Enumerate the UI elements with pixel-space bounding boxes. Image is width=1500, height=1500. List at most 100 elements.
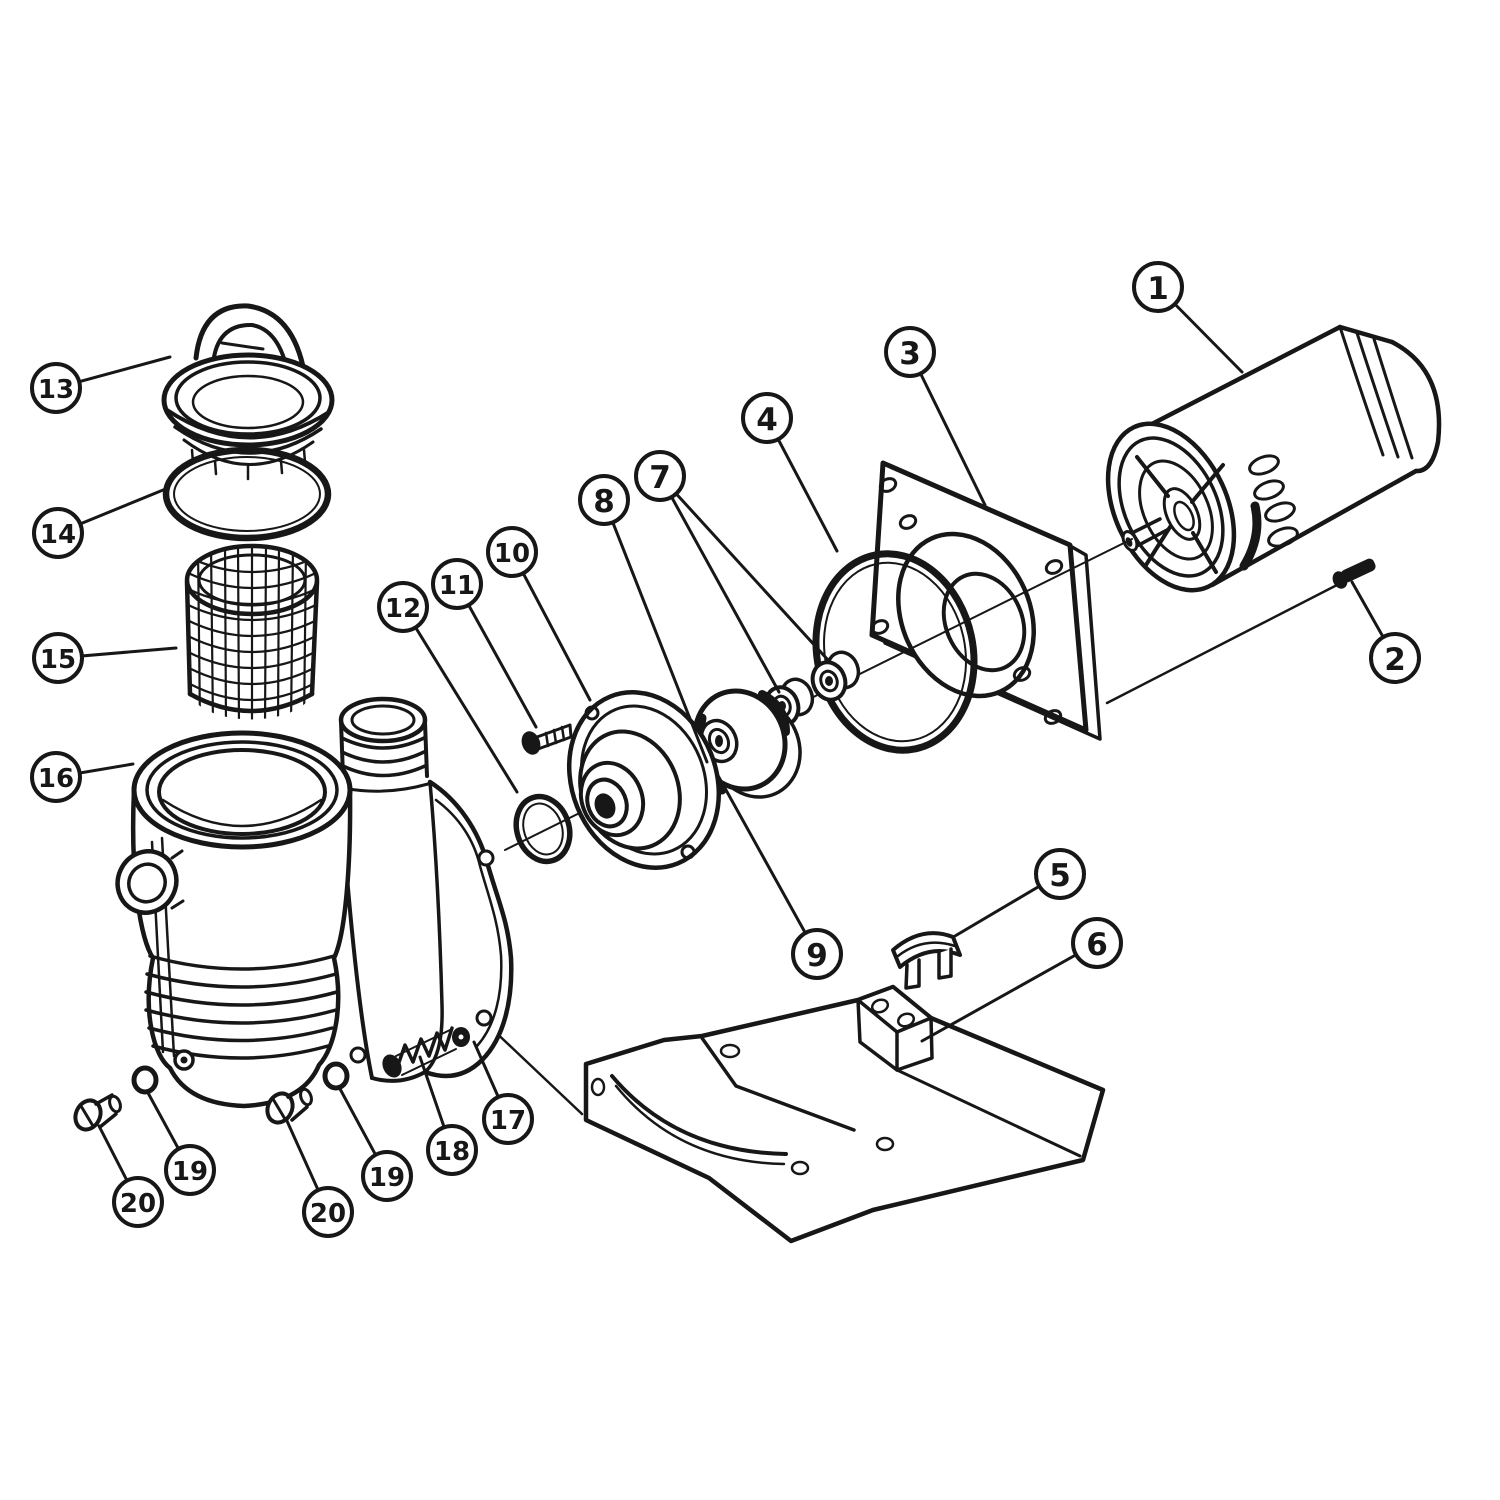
motor-seam-shade bbox=[1239, 501, 1262, 571]
callout-3-number: 3 bbox=[899, 336, 921, 372]
callout-11-bubble bbox=[431, 558, 483, 610]
callout-7-bubble bbox=[634, 450, 686, 502]
callout-12-number: 12 bbox=[385, 594, 421, 624]
diffuser-oring-drawing bbox=[513, 793, 573, 865]
callout-16-bubble bbox=[30, 751, 82, 803]
diffuser-screw-drawing bbox=[521, 723, 573, 755]
callout-7: 7 bbox=[634, 450, 830, 694]
callout-1-bubble bbox=[1132, 261, 1184, 313]
drain-oring bbox=[131, 1065, 159, 1095]
callout-8-number: 8 bbox=[593, 484, 615, 520]
callout-20: 20 bbox=[285, 1119, 354, 1238]
callout-20-number: 20 bbox=[120, 1189, 156, 1219]
callout-20: 20 bbox=[97, 1124, 164, 1228]
pot-thread-bands bbox=[144, 954, 339, 1060]
callout-19-bubble bbox=[164, 1144, 216, 1196]
callout-20-number: 20 bbox=[310, 1199, 346, 1229]
callout-12: 12 bbox=[377, 581, 519, 794]
callout-15: 15 bbox=[32, 632, 178, 684]
callout-17-bubble bbox=[482, 1093, 534, 1145]
callout-15-bubble bbox=[32, 632, 84, 684]
base-hole bbox=[875, 1136, 895, 1152]
callout-18-number: 18 bbox=[434, 1137, 470, 1167]
callout-19-number: 19 bbox=[172, 1157, 208, 1187]
callout-17-number: 17 bbox=[490, 1106, 526, 1136]
callout-2: 2 bbox=[1350, 580, 1421, 684]
callout-20-bubble bbox=[112, 1176, 164, 1228]
bolt-hole bbox=[1044, 559, 1064, 575]
bolt-hole bbox=[870, 619, 890, 635]
callout-6-leader bbox=[920, 941, 1099, 1043]
volute-drain-boss bbox=[349, 1046, 367, 1064]
diffuser-drawing bbox=[566, 690, 722, 870]
diffuser-screw-tab bbox=[680, 844, 696, 860]
strainer-basket-drawing bbox=[184, 543, 320, 720]
callout-17: 17 bbox=[472, 1040, 534, 1145]
base-hole bbox=[790, 1160, 810, 1176]
callout-12-bubble bbox=[377, 581, 429, 633]
motor-vent-slot bbox=[1267, 526, 1299, 548]
callout-9-leader bbox=[714, 770, 819, 956]
callout-3: 3 bbox=[884, 326, 987, 507]
callout-14-number: 14 bbox=[40, 520, 76, 550]
bolt-hole bbox=[898, 514, 918, 530]
bolt-hole bbox=[1012, 666, 1032, 682]
callout-9-bubble bbox=[791, 928, 843, 980]
callout-10: 10 bbox=[486, 526, 592, 702]
callout-3-bubble bbox=[884, 326, 936, 378]
callout-19-number: 19 bbox=[369, 1163, 405, 1193]
callout-16: 16 bbox=[30, 751, 135, 803]
callout-10-bubble bbox=[486, 526, 538, 578]
callout-18: 18 bbox=[418, 1055, 478, 1176]
callout-6: 6 bbox=[920, 917, 1123, 1043]
callout-6-number: 6 bbox=[1086, 927, 1108, 963]
callout-10-number: 10 bbox=[494, 539, 530, 569]
callout-11-number: 11 bbox=[439, 571, 475, 601]
callout-9-number: 9 bbox=[806, 938, 828, 974]
callout-1: 1 bbox=[1132, 261, 1244, 374]
callout-13: 13 bbox=[30, 355, 172, 414]
callout-12-leader bbox=[401, 605, 519, 794]
pump-volute-drawing bbox=[338, 696, 514, 1083]
callout-13-number: 13 bbox=[38, 375, 74, 405]
lid-collar bbox=[165, 408, 331, 440]
callout-2-bubble bbox=[1369, 632, 1421, 684]
bolt-axis-line bbox=[1105, 583, 1339, 705]
diffuser-screw-tab bbox=[584, 705, 600, 721]
motor-vent-slot bbox=[1264, 501, 1296, 523]
callout-7-leader bbox=[658, 474, 830, 662]
callout-9: 9 bbox=[714, 770, 843, 980]
screw-head bbox=[382, 1054, 402, 1078]
callout-4: 4 bbox=[741, 392, 839, 553]
base-hole bbox=[896, 1012, 916, 1028]
base-hole bbox=[590, 1077, 606, 1097]
motor-face-spokes bbox=[1135, 455, 1225, 574]
callout-11: 11 bbox=[431, 558, 538, 729]
callout-7-number: 7 bbox=[649, 460, 671, 496]
callout-13-bubble bbox=[30, 362, 82, 414]
impeller-rim-shade bbox=[758, 690, 790, 736]
mounting-base-drawing bbox=[583, 984, 1106, 1244]
callout-6-bubble bbox=[1071, 917, 1123, 969]
base-saddle bbox=[610, 1074, 788, 1156]
bolt-hole bbox=[878, 477, 898, 493]
clamp-clip-drawing bbox=[891, 931, 962, 990]
callout-5-number: 5 bbox=[1049, 858, 1071, 894]
drain-plug-left-drawing bbox=[73, 1065, 159, 1132]
callout-10-leader bbox=[510, 550, 592, 702]
callout-1-number: 1 bbox=[1147, 271, 1169, 307]
callout-14-bubble bbox=[32, 507, 84, 559]
callout-8-leader bbox=[602, 498, 709, 764]
callout-3-leader bbox=[908, 350, 987, 507]
callout-16-number: 16 bbox=[38, 764, 74, 794]
thru-bolt-drawing bbox=[1332, 558, 1376, 589]
callout-8-bubble bbox=[578, 474, 630, 526]
callout-7-leader bbox=[658, 474, 781, 694]
drain-plug-right-drawing bbox=[265, 1061, 350, 1125]
spring-coil bbox=[395, 1026, 454, 1070]
callout-11-leader bbox=[455, 582, 538, 729]
motor-shaft bbox=[1126, 517, 1169, 549]
